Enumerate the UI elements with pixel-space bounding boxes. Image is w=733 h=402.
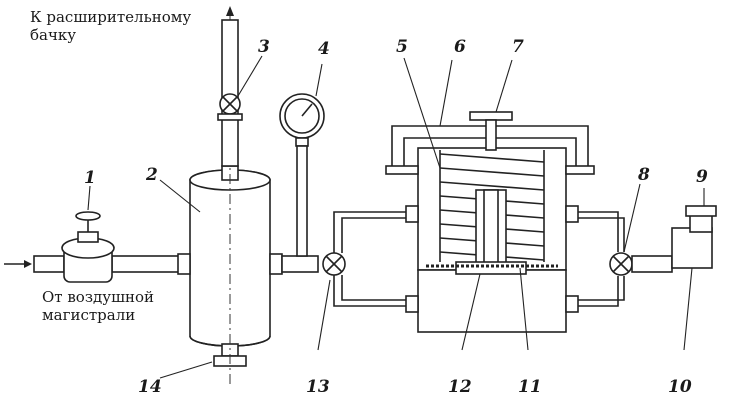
- callout-10: 10: [668, 377, 692, 397]
- callout-13: 13: [306, 377, 330, 397]
- callout-12: 12: [448, 377, 472, 397]
- inlet-arrow: [4, 260, 32, 268]
- from-air-label-line2: магистрали: [42, 306, 135, 324]
- to-tank-label-line2: бачку: [30, 26, 76, 44]
- callout-8: 8: [637, 165, 650, 185]
- spring-cylinder-body: [405, 147, 579, 333]
- callout-1: 1: [84, 168, 96, 188]
- callout-9: 9: [696, 167, 708, 187]
- adjusting-screw: [469, 111, 513, 151]
- to-tank-label-line1: К расширительному: [30, 8, 191, 26]
- callout-3: 3: [258, 37, 270, 57]
- from-air-label-line1: От воздушной: [42, 288, 154, 306]
- valve-8: [578, 211, 673, 307]
- valve-3: [217, 93, 243, 121]
- callout-7: 7: [512, 37, 524, 57]
- pipe-receiver-out: [281, 255, 319, 273]
- callout-6: 6: [454, 37, 466, 57]
- callout-4: 4: [318, 39, 330, 59]
- callout-2: 2: [145, 165, 158, 185]
- brake-chamber: [671, 205, 717, 269]
- pressure-reducer: [61, 211, 115, 283]
- riser-pipe: [221, 6, 239, 167]
- callout-11: 11: [518, 377, 542, 397]
- manometer: [279, 93, 325, 257]
- valve-13: [322, 211, 410, 307]
- callout-14: 14: [138, 377, 162, 397]
- callout-5: 5: [396, 37, 408, 57]
